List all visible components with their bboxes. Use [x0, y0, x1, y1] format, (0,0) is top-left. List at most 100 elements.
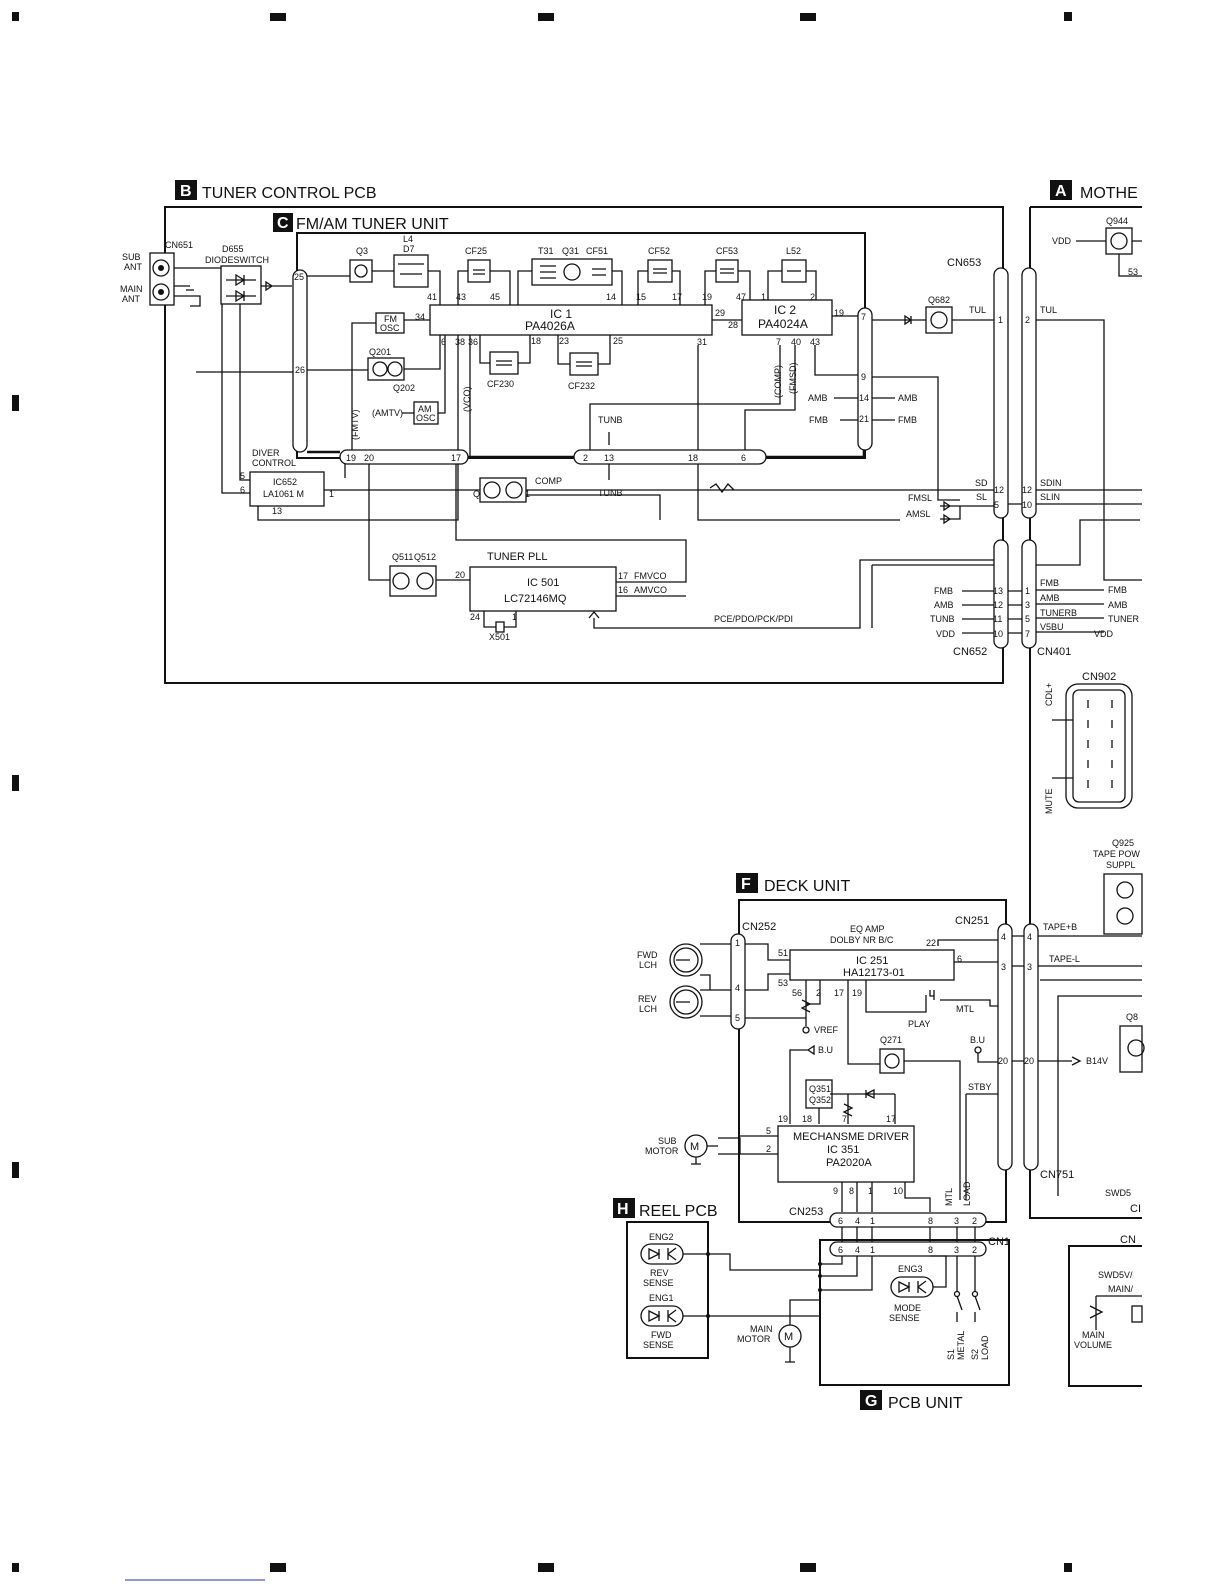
svg-text:ENG1: ENG1: [649, 1293, 674, 1303]
svg-text:17: 17: [886, 1114, 896, 1124]
svg-text:2: 2: [972, 1245, 977, 1255]
svg-text:19: 19: [346, 453, 356, 463]
svg-text:PA4024A: PA4024A: [758, 317, 808, 331]
svg-text:X501: X501: [489, 632, 510, 642]
antenna-input: SUB ANT MAIN ANT CN651 D655 DIODESWITCH: [120, 240, 292, 494]
svg-text:1: 1: [870, 1245, 875, 1255]
svg-text:ANT: ANT: [124, 262, 143, 272]
svg-text:T31: T31: [538, 246, 554, 256]
ic251: [789, 949, 955, 981]
svg-text:CF232: CF232: [568, 381, 595, 391]
svg-text:3: 3: [954, 1216, 959, 1226]
svg-text:CN401: CN401: [1037, 646, 1071, 658]
svg-text:MTL: MTL: [944, 1188, 954, 1206]
svg-text:PCE/PDO/PCK/PDI: PCE/PDO/PCK/PDI: [714, 614, 793, 624]
svg-text:19: 19: [852, 988, 862, 998]
svg-text:10: 10: [993, 629, 1003, 639]
svg-text:Q3: Q3: [356, 246, 368, 256]
svg-text:47: 47: [736, 292, 746, 302]
svg-text:AMB: AMB: [1040, 593, 1060, 603]
svg-text:B.U: B.U: [970, 1035, 985, 1045]
svg-text:3: 3: [1027, 962, 1032, 972]
svg-text:45: 45: [490, 292, 500, 302]
svg-text:B.U: B.U: [818, 1045, 833, 1055]
svg-text:MOTHE: MOTHE: [1080, 185, 1138, 202]
section-title-h: H REEL PCB: [613, 1198, 718, 1220]
svg-text:17: 17: [672, 292, 682, 302]
svg-text:4: 4: [1027, 932, 1032, 942]
svg-text:Q352: Q352: [809, 1095, 831, 1105]
svg-text:56: 56: [792, 988, 802, 998]
svg-text:AMSL: AMSL: [906, 509, 931, 519]
svg-text:6: 6: [957, 954, 962, 964]
svg-text:8: 8: [928, 1245, 933, 1255]
svg-text:V5BU: V5BU: [1040, 622, 1064, 632]
svg-text:COMP: COMP: [535, 476, 562, 486]
svg-text:15: 15: [636, 292, 646, 302]
svg-text:FM: FM: [384, 314, 397, 324]
svg-text:B: B: [180, 183, 192, 200]
svg-text:L52: L52: [786, 246, 801, 256]
svg-text:41: 41: [427, 292, 437, 302]
svg-text:FMB: FMB: [934, 586, 953, 596]
svg-text:Q944: Q944: [1106, 216, 1128, 226]
svg-text:CN: CN: [1120, 1234, 1136, 1246]
svg-text:M: M: [784, 1331, 793, 1343]
svg-text:MAIN/: MAIN/: [1108, 1284, 1134, 1294]
svg-text:12: 12: [1022, 485, 1032, 495]
svg-text:20: 20: [455, 570, 465, 580]
svg-text:L4: L4: [403, 234, 413, 244]
svg-text:7: 7: [861, 312, 866, 322]
svg-text:LC72146MQ: LC72146MQ: [504, 593, 567, 605]
svg-text:SL: SL: [976, 492, 987, 502]
svg-text:CF52: CF52: [648, 246, 670, 256]
svg-text:MAIN: MAIN: [750, 1324, 773, 1334]
svg-text:21: 21: [859, 414, 869, 424]
svg-text:DOLBY NR B/C: DOLBY NR B/C: [830, 935, 894, 945]
svg-text:FWD: FWD: [651, 1330, 672, 1340]
svg-text:1: 1: [868, 1186, 873, 1196]
svg-text:PA4026A: PA4026A: [525, 319, 575, 333]
tuner-control-lower: DIVER CONTROL IC652 LA1061 M 56 113 Q662…: [240, 448, 1000, 642]
svg-text:53: 53: [1128, 267, 1138, 277]
svg-text:9: 9: [833, 1186, 838, 1196]
svg-text:5: 5: [766, 1126, 771, 1136]
svg-text:IC 251: IC 251: [856, 955, 888, 967]
svg-text:A: A: [1055, 183, 1067, 200]
svg-text:TUNB: TUNB: [598, 415, 623, 425]
svg-text:EQ AMP: EQ AMP: [850, 924, 885, 934]
svg-text:38: 38: [455, 337, 465, 347]
svg-text:36: 36: [468, 337, 478, 347]
svg-text:MTL: MTL: [956, 1004, 974, 1014]
svg-text:14: 14: [606, 292, 616, 302]
svg-text:2: 2: [766, 1144, 771, 1154]
svg-text:TAPE POW: TAPE POW: [1093, 849, 1140, 859]
svg-text:17: 17: [451, 453, 461, 463]
svg-text:2: 2: [972, 1216, 977, 1226]
svg-text:AMB: AMB: [1108, 600, 1128, 610]
svg-text:13: 13: [604, 453, 614, 463]
svg-text:M: M: [690, 1141, 699, 1153]
svg-text:AMB: AMB: [934, 600, 954, 610]
svg-text:6: 6: [240, 485, 245, 495]
svg-text:DIVER: DIVER: [252, 448, 280, 458]
svg-text:SUB: SUB: [122, 252, 141, 262]
volume-frame: [1068, 1245, 1142, 1387]
svg-text:LOAD: LOAD: [980, 1335, 990, 1360]
svg-text:MOTOR: MOTOR: [737, 1334, 771, 1344]
svg-text:VREF: VREF: [814, 1025, 839, 1035]
svg-text:1: 1: [735, 938, 740, 948]
svg-text:CN652: CN652: [953, 646, 987, 658]
svg-text:4: 4: [855, 1216, 860, 1226]
svg-text:6: 6: [838, 1216, 843, 1226]
svg-text:29: 29: [715, 308, 725, 318]
svg-text:LCH: LCH: [639, 960, 657, 970]
svg-text:17: 17: [618, 571, 628, 581]
svg-text:CN651: CN651: [165, 240, 193, 250]
svg-text:40: 40: [791, 337, 801, 347]
svg-text:PLAY: PLAY: [908, 1019, 930, 1029]
svg-text:CI: CI: [1130, 1203, 1141, 1215]
svg-text:(AMTV): (AMTV): [372, 408, 403, 418]
